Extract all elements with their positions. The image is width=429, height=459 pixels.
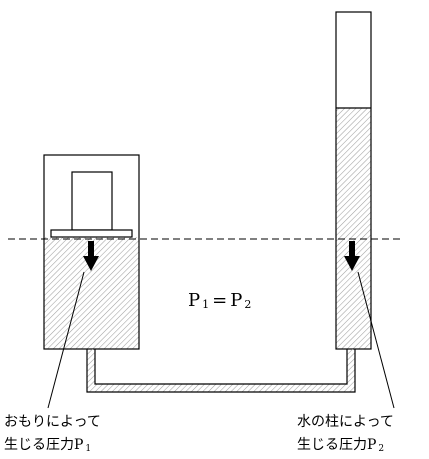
leader-line-right [357, 271, 395, 409]
left-label-line2: 生じる圧力P [4, 437, 83, 453]
left-label-line1: おもりによって [4, 414, 101, 430]
right-label-line1: 水の柱によって [297, 414, 394, 430]
equation-p2: P [230, 290, 242, 311]
left-label-subscript: 1 [85, 444, 91, 454]
connecting-pipe [86, 349, 356, 393]
right-water-column [336, 108, 371, 349]
piston-plate [50, 229, 133, 238]
right-label-line2: 生じる圧力P [297, 437, 376, 453]
right-column [335, 11, 372, 350]
pressure-arrow-p1 [83, 241, 99, 271]
equation-equals: = [212, 290, 227, 311]
svg-text:P1=P2: P1=P2 [188, 290, 251, 311]
leader-line-left [47, 271, 85, 409]
weight-block [71, 171, 113, 231]
pressure-arrow-p2 [344, 241, 360, 271]
equation-p1: P [188, 290, 200, 311]
left-vessel [43, 154, 140, 350]
equation-p1-subscript: 1 [202, 298, 209, 311]
right-label-subscript: 2 [378, 444, 384, 454]
equation-p2-subscript: 2 [244, 298, 251, 311]
